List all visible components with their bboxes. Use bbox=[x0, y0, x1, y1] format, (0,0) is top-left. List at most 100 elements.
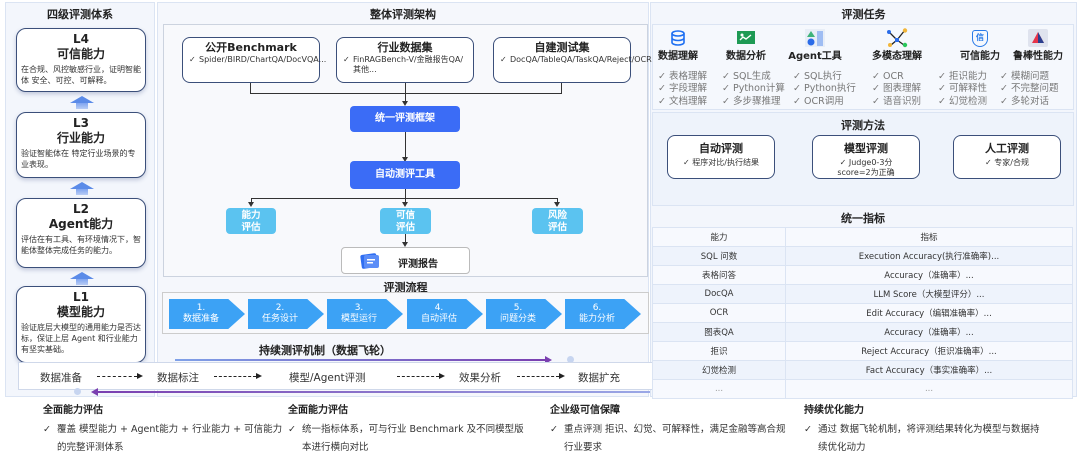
level-card-l1: L1 模型能力 验证底层大模型的通用能力是否达标，保证上层 Agent 和行业能… bbox=[16, 286, 146, 363]
method-title: 自动评测 bbox=[699, 142, 743, 155]
highlight-desc: 覆盖 模型能力 + Agent能力 + 行业能力 + 可信能力 的完整评测体系 bbox=[57, 424, 283, 453]
task-name: 数据理解 bbox=[658, 51, 698, 62]
level-card-l3: L3 行业能力 验证智能体在 特定行业场景的专业表现。 bbox=[16, 112, 146, 178]
method-desc: score=2为正确 bbox=[837, 168, 895, 177]
flywheel-stage: 数据扩充 bbox=[578, 372, 620, 384]
shield-icon: 信 bbox=[972, 29, 988, 47]
task-robustness: 鲁棒性能力 bbox=[1004, 28, 1072, 64]
task-name: 可信能力 bbox=[960, 51, 1000, 62]
task-data-analysis: 数据分析 bbox=[712, 28, 780, 64]
highlight-desc: 通过 数据飞轮机制，将评测结果转化为模型与数据持续优化动力 bbox=[818, 424, 1040, 453]
connector-line bbox=[405, 234, 406, 244]
task-item: ✓ 拒识能力 bbox=[938, 71, 987, 82]
header-cell: 指标 bbox=[785, 227, 1073, 247]
flow-step: 6.能力分析 bbox=[565, 299, 641, 329]
tasks-title: 评测任务 bbox=[841, 8, 886, 21]
flow-step: 2.任务设计 bbox=[248, 299, 324, 329]
connector-line bbox=[405, 132, 406, 160]
arrow-down-icon bbox=[402, 157, 408, 162]
task-multimodal: 多模态理解 bbox=[863, 28, 931, 64]
table-row: ...... bbox=[652, 379, 1073, 399]
task-item: ✓ 可解释性 bbox=[938, 83, 987, 95]
source-desc: Spider/BIRD/ChartQA/DocVQA... bbox=[199, 55, 327, 64]
capability-eval-node: 能力 评估 bbox=[226, 208, 276, 234]
connector-line bbox=[250, 93, 562, 94]
level-desc: 验证底层大模型的通用能力是否达标，保证上层 Agent 和行业能力有坚实基础。 bbox=[21, 323, 141, 354]
arrow-down-icon bbox=[402, 202, 408, 207]
check-icon: ✓ bbox=[985, 158, 992, 167]
triangle-icon bbox=[1028, 29, 1048, 47]
method-title: 模型评测 bbox=[844, 142, 888, 155]
highlight-title: 持续优化能力 bbox=[804, 405, 864, 416]
flywheel-stage: 效果分析 bbox=[459, 372, 501, 384]
dashed-arrow-icon bbox=[397, 373, 445, 379]
shapes-icon bbox=[805, 29, 825, 47]
step-num: 1. bbox=[196, 303, 206, 313]
method-model: 模型评测 ✓ Judge0-3分 score=2为正确 bbox=[812, 135, 920, 179]
tasks-box bbox=[652, 24, 1074, 110]
connector-line bbox=[251, 198, 252, 203]
source-title: 自建测试集 bbox=[534, 41, 590, 54]
level-card-l2: L2 Agent能力 评估在有工具、有环境情况下，智能体整体完成任务的能力。 bbox=[16, 198, 146, 268]
flywheel-dot bbox=[567, 356, 574, 363]
method-auto: 自动评测 ✓ 程序对比/执行结果 bbox=[667, 135, 775, 179]
level-code: L4 bbox=[73, 32, 89, 46]
table-header-row: 能力指标 bbox=[652, 227, 1073, 247]
dashed-arrow-icon bbox=[97, 373, 143, 379]
connector-line bbox=[405, 83, 406, 103]
level-desc: 在合规、风控敏感行业，证明智能体 安全、可控、可解释。 bbox=[21, 65, 141, 85]
document-icon bbox=[360, 253, 379, 269]
highlight-item: 企业级可信保障 ✓重点评测 拒识、幻觉、可解释性，满足金融等高合规行业要求 bbox=[550, 404, 790, 457]
task-item: ✓ 不完整问题 bbox=[1000, 83, 1059, 95]
method-desc: Judge0-3分 bbox=[848, 158, 893, 167]
task-data-understanding: 数据理解 bbox=[644, 28, 712, 64]
flow-title: 评测流程 bbox=[383, 281, 428, 294]
task-items-list: ✓ 表格理解 ✓ 字段理解 ✓ 文档理解 bbox=[658, 71, 707, 108]
risk-eval-node: 风险 评估 bbox=[532, 208, 583, 234]
step-num: 6. bbox=[592, 303, 602, 313]
task-item: ✓ OCR bbox=[872, 71, 904, 82]
flywheel-title: 持续测评机制（数据飞轮） bbox=[259, 344, 391, 357]
connector-line bbox=[557, 198, 558, 203]
auto-tool-node: 自动测评工具 bbox=[350, 161, 460, 189]
step-num: 4. bbox=[434, 303, 444, 313]
report-label: 评测报告 bbox=[398, 259, 438, 270]
source-box-custom-testset: 自建测试集 ✓DocQA/TableQA/TaskQA/Reject/OCR..… bbox=[493, 37, 659, 83]
task-items-list: ✓ SQL执行 ✓ Python执行 ✓ OCR调用 bbox=[793, 71, 856, 108]
arrow-right-icon bbox=[545, 356, 552, 364]
level-card-l4: L4 可信能力 在合规、风控敏感行业，证明智能体 安全、可控、可解释。 bbox=[16, 28, 146, 92]
source-desc: FinRAGBench-V/金融报告QA/其他... bbox=[353, 55, 464, 74]
check-icon: ✓ bbox=[43, 424, 51, 435]
task-items-list: ✓ OCR ✓ 图表理解 ✓ 语音识别 bbox=[872, 71, 921, 108]
flow-step: 5.问题分类 bbox=[486, 299, 562, 329]
task-item: ✓ Python计算 bbox=[722, 83, 785, 95]
check-icon: ✓ bbox=[683, 158, 690, 167]
task-name: 多模态理解 bbox=[872, 51, 922, 62]
up-arrow-icon bbox=[70, 96, 94, 109]
source-desc: DocQA/TableQA/TaskQA/Reject/OCR... bbox=[510, 55, 660, 64]
check-icon: ✓ bbox=[189, 55, 196, 64]
task-items-list: ✓ SQL生成 ✓ Python计算 ✓ 多步骤推理 bbox=[722, 71, 785, 108]
flywheel-return-line bbox=[98, 391, 650, 393]
highlight-title: 全面能力评估 bbox=[288, 405, 348, 416]
up-arrow-icon bbox=[70, 182, 94, 195]
task-items-list: ✓ 拒识能力 ✓ 可解释性 ✓ 幻觉检测 bbox=[938, 71, 987, 108]
shield-char: 信 bbox=[976, 32, 984, 42]
connector-line bbox=[561, 83, 562, 93]
step-num: 2. bbox=[275, 303, 285, 313]
arrow-down-icon bbox=[402, 101, 408, 106]
level-name: 模型能力 bbox=[56, 305, 105, 319]
step-num: 3. bbox=[354, 303, 364, 313]
arrow-down-icon bbox=[402, 242, 408, 247]
framework-title: 整体评测架构 bbox=[370, 8, 436, 21]
level-code: L1 bbox=[73, 290, 89, 304]
levels-title: 四级评测体系 bbox=[47, 8, 113, 21]
task-item: ✓ 表格理解 bbox=[658, 71, 707, 82]
highlight-title: 全面能力评估 bbox=[43, 405, 103, 416]
connector-line bbox=[251, 198, 558, 199]
flywheel-stage: 数据准备 bbox=[40, 372, 82, 384]
